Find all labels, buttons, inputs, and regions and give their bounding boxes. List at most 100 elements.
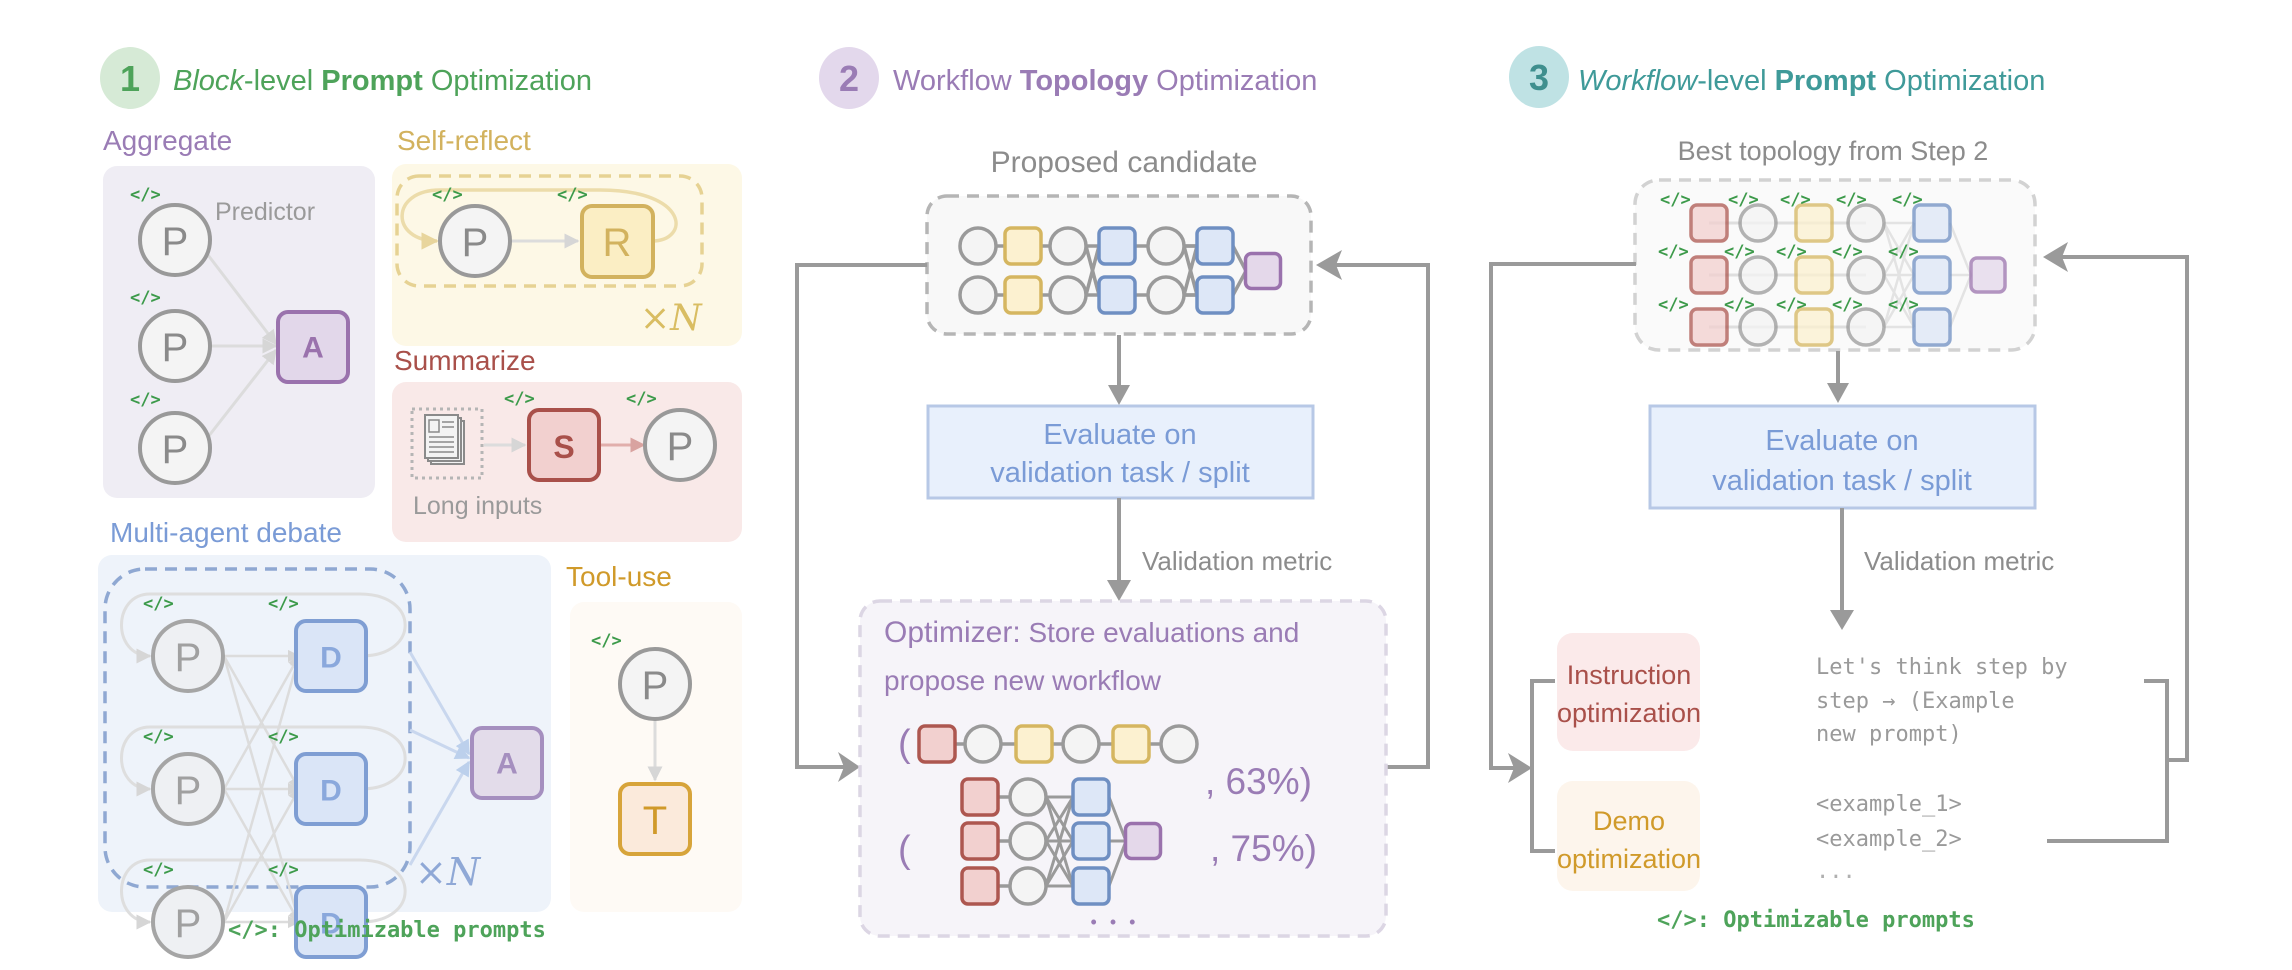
workflow-node-red [1689,255,1729,295]
prompt-tag-icon: </> [1724,295,1755,315]
instruction-line-2: optimization [1557,698,1701,728]
panel-3-title: Workflow-level Prompt Optimization [1578,65,2045,97]
prompt-tag-icon: </> [130,288,161,308]
workflow-node-blue [1195,226,1235,266]
step-1-number: 1 [120,58,140,99]
best-topology-graph: </></></></></></></></></></></></></><… [1658,190,2007,347]
debate-edges [120,592,471,930]
panel-1-header: 1 Block-level Prompt Optimization [100,47,592,109]
prompt-tag-icon: </> [1660,190,1691,210]
evaluate-line-2: validation task / split [990,457,1250,489]
arrow-head-icon [1827,383,1849,403]
workflow-edge [1044,796,1075,842]
instruction-example-line: Let's think step by [1816,655,2068,680]
validation-metric-label: Validation metric [1142,546,1332,576]
loop-line-right [1330,263,1430,769]
prompt-tag-icon: </> [1724,242,1755,262]
workflow-node-red [917,724,957,764]
prompt-tag-icon: </> [1892,190,1923,210]
debate-loop-edge [120,592,407,664]
panel-2-topology: 2 Workflow Topology Optimization Propose… [795,47,1430,938]
predictor-node [618,647,692,721]
workflow-node-blue [1071,777,1111,817]
workflow-node-circle [1008,777,1048,817]
repeat-n-label: ×N [640,298,703,339]
times-symbol: × [415,850,447,894]
panel-2-header: 2 Workflow Topology Optimization [819,47,1317,109]
debate-to-aggregator-edge [408,651,471,756]
debate-round-boundary [103,567,412,889]
summarize-block: Summarize </> </> S P [392,345,742,542]
demo-optimization-box [1557,781,1700,891]
prompt-tag-icon: </> [143,860,174,880]
candidate-1-score: , 63%) [1205,761,1312,802]
instruction-example-line: new prompt) [1816,722,1962,747]
workflow-edge [1882,274,1916,328]
candidate-workflow-graph [958,226,1283,315]
predictor-letter: P [667,425,694,469]
candidate-1-open-paren: ( [898,723,911,765]
edge [206,254,278,346]
workflow-node-yellow [1003,226,1043,266]
panel-2-title: Workflow Topology Optimization [893,65,1317,97]
workflow-node-red [1689,307,1729,347]
workflow-node-circle [1048,226,1088,266]
workflow-node-circle [1846,307,1886,347]
prompt-tag-icon: </> [268,594,299,614]
panel-3-workflow-level: 3 Workflow-level Prompt Optimization Bes… [1489,46,2189,933]
workflow-node-blue [1912,307,1952,347]
workflow-edge [1084,245,1101,296]
workflow-node-circle [1159,724,1199,764]
step-3-badge [1509,46,1569,108]
evaluate-line-1: Evaluate on [1765,425,1918,457]
step-3-number: 3 [1529,57,1549,98]
predictor-letter: P [175,902,202,946]
workflow-node-circle [963,724,1003,764]
title-bold: Prompt [1775,65,1877,97]
debate-edge [222,654,302,923]
workflow-node-red [960,777,1000,817]
prompt-tag-icon: </> [557,185,588,205]
arrow-head-icon [1108,385,1130,405]
demo-example-line: <example_1> [1816,792,1962,817]
prompt-tag-icon: </> [432,185,463,205]
workflow-node-circle [1008,821,1048,861]
summarize-label: Summarize [394,345,536,376]
loop-line-left [1489,262,1636,770]
repeat-n-label: ×N [415,850,482,894]
workflow-edge [1182,245,1199,296]
optimizer-history-graphs [917,724,1199,906]
prompt-tag-icon: </> [1776,242,1807,262]
predictor-letter: P [462,221,489,265]
arrow-head-icon [1316,250,1342,280]
predictor-node [438,204,512,278]
demo-example-line: <example_2> [1816,827,1962,852]
prompt-tag-icon: </> [143,594,174,614]
predictor-letter: P [175,769,202,813]
candidate-2-score: , 75%) [1210,828,1317,869]
panel-1-title: Block-level Prompt Optimization [173,65,592,97]
workflow-node-circle [1146,226,1186,266]
workflow-node-circle [1048,275,1088,315]
workflow-node-yellow [1003,275,1043,315]
workflow-node-blue [1071,821,1111,861]
prompt-tag-icon: </> [504,389,535,409]
workflow-edge [1882,222,1916,328]
proposed-candidate-label: Proposed candidate [991,146,1258,179]
workflow-node-blue [1071,866,1111,906]
prompt-tag-icon: </> [591,631,622,651]
prompt-tag-icon: </> [130,185,161,205]
workflow-edge [1107,840,1128,887]
loop-boundary [395,174,704,288]
panel-1-block-level: 1 Block-level Prompt Optimization Aggreg… [98,47,742,959]
validation-metric-label: Validation metric [1864,546,2054,576]
optimizer-line-1: Optimizer: Store evaluations and [884,616,1299,649]
title-bold: Prompt [321,65,423,97]
workflow-node-yellow [1014,724,1054,764]
self-reflect-block: Self-reflect </> </> P R ×N [392,125,742,346]
prompt-tag-icon: </> [1832,295,1863,315]
debate-edge [222,654,301,790]
prompt-tag-icon: </> [1658,242,1689,262]
step-1-badge [100,47,160,109]
reflector-node [580,204,655,279]
